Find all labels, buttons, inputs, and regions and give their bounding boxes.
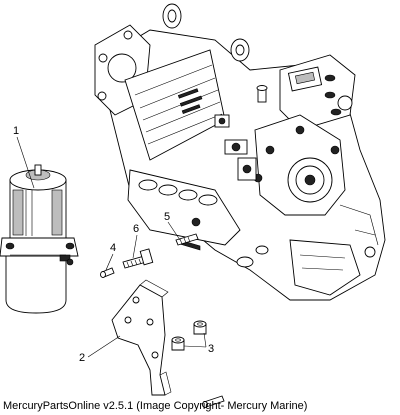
callout-4: 4 [110, 242, 116, 254]
copyright-footer: MercuryPartsOnline v2.5.1 (Image Copyrig… [3, 400, 308, 412]
bolt [122, 248, 154, 269]
engine-assembly [94, 3, 386, 301]
callout-6: 6 [133, 223, 139, 235]
mounting-bracket [111, 279, 172, 396]
callout-3: 3 [208, 343, 214, 355]
stud [175, 233, 199, 246]
callout-1: 1 [13, 125, 19, 137]
leader-lines [16, 136, 207, 358]
callout-2: 2 [79, 352, 85, 364]
callout-5: 5 [164, 211, 170, 223]
electric-pump [0, 164, 79, 314]
small-pin-bottom [202, 395, 225, 408]
bushings [171, 320, 207, 351]
dowel-pin [100, 267, 115, 278]
